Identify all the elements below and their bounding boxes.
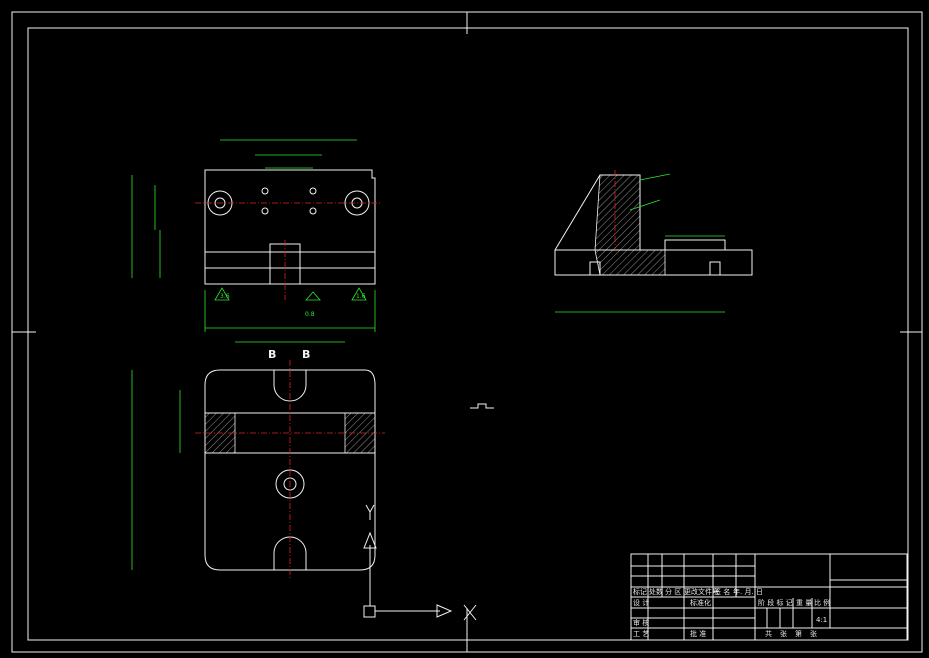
svg-text:1.6: 1.6 — [356, 293, 366, 300]
tb-scale-value: 4:1 — [816, 616, 827, 624]
tb-total: 共 — [765, 629, 772, 638]
tb-process: 工 艺 — [633, 630, 649, 638]
tb-count: 处数 — [649, 587, 663, 596]
top-view: 3.6 1.6 0.8 — [131, 139, 380, 332]
section-label-b-left: B — [268, 348, 276, 361]
side-section-view — [554, 170, 753, 313]
tb-mark: 标记 — [633, 587, 647, 596]
tb-stage-mark: 阶 段 标 记 — [758, 598, 793, 607]
tb-zone: 分 区 — [665, 587, 681, 596]
tb-design: 设 计 — [633, 598, 649, 607]
svg-text:0.8: 0.8 — [305, 311, 315, 318]
tb-sheet-no: 第 — [795, 629, 802, 638]
title-block: 标记 处数 分 区 更改文件号 签 名 年. 月. 日 设 计 标准化 审 核 … — [630, 553, 908, 641]
tb-scale-label: 比 例 — [814, 598, 830, 607]
front-view: B B — [131, 341, 385, 580]
svg-text:3.6: 3.6 — [220, 293, 230, 300]
tb-sheets-1: 张 — [780, 629, 787, 638]
tb-change-doc: 更改文件号 — [684, 587, 719, 596]
tb-standardization: 标准化 — [690, 598, 711, 607]
section-mark — [470, 403, 494, 409]
tb-date: 年. 月. 日 — [733, 587, 763, 596]
section-label-b-right: B — [302, 348, 310, 361]
tb-approve: 批 准 — [690, 629, 706, 638]
tb-weight: 重 量 — [796, 599, 812, 607]
sheet-border — [11, 11, 923, 653]
tb-review: 审 核 — [633, 618, 649, 627]
ucs-icon — [363, 504, 477, 621]
tb-sheets-2: 张 — [810, 629, 817, 638]
tb-signature: 签 名 — [714, 587, 730, 596]
